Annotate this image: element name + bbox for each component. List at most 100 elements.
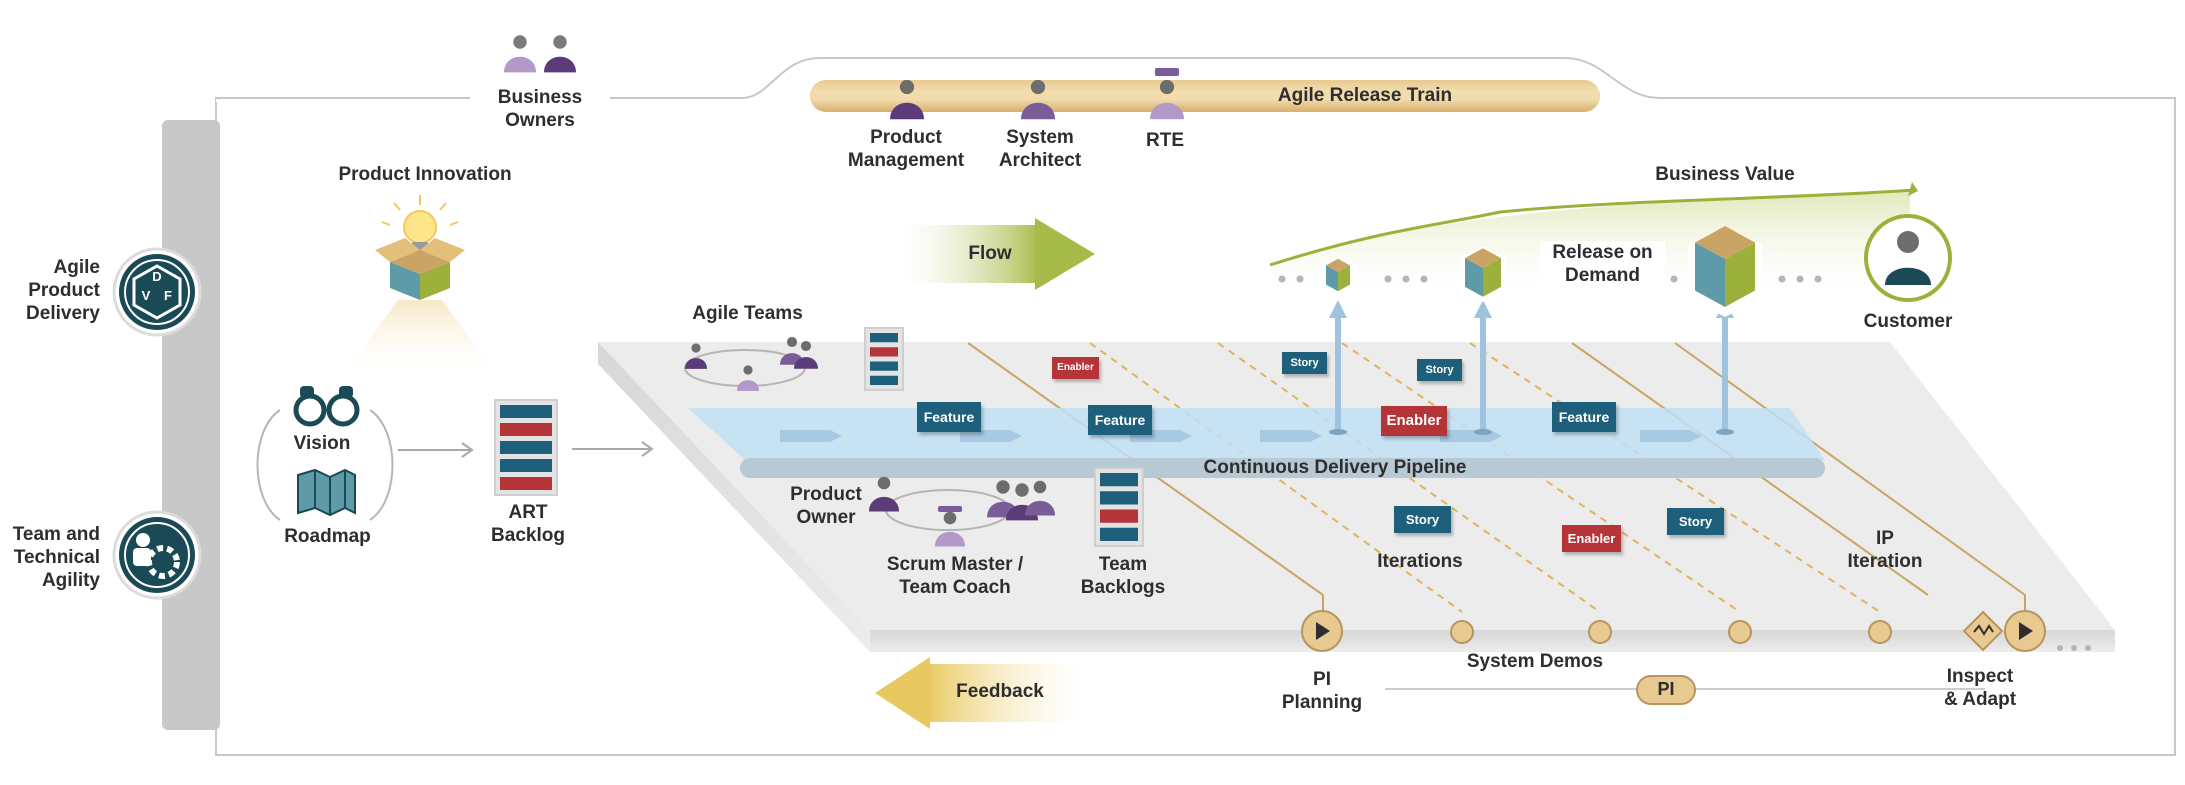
customer-label: Customer bbox=[1863, 311, 1953, 332]
backlog-item bbox=[870, 375, 898, 385]
person-head bbox=[943, 511, 957, 525]
release-arrow-head bbox=[1329, 300, 1347, 318]
enabler-tag: Enabler bbox=[1052, 357, 1099, 379]
person-body bbox=[737, 380, 759, 391]
roadmap-icon bbox=[297, 468, 356, 517]
person-body bbox=[794, 357, 818, 369]
backlog-item bbox=[1100, 509, 1138, 523]
iteration-dashed-line bbox=[1089, 342, 1463, 613]
release-arrow-base bbox=[1474, 429, 1492, 435]
story-tag: Story bbox=[1282, 352, 1327, 374]
person-head bbox=[1015, 483, 1029, 497]
pipeline-flow-arrow bbox=[1260, 430, 1322, 442]
pi-planning-icon bbox=[1301, 610, 1343, 652]
person-body bbox=[869, 496, 899, 512]
team-technical-agility-badge bbox=[112, 510, 202, 600]
person-head bbox=[996, 480, 1010, 494]
person-head bbox=[513, 35, 527, 49]
continuous-delivery-pipeline-label: Continuous Delivery Pipeline bbox=[1203, 457, 1467, 478]
cube-top bbox=[1326, 258, 1350, 272]
innovation-beam bbox=[340, 300, 500, 380]
person-head bbox=[800, 340, 812, 352]
system-demo-milestone bbox=[1868, 620, 1892, 644]
backlog-item bbox=[870, 347, 898, 357]
system-demo-milestone bbox=[1588, 620, 1612, 644]
person-head bbox=[743, 365, 753, 375]
feature-tag: Feature bbox=[917, 402, 981, 432]
story-tag: Story bbox=[1394, 506, 1451, 533]
team-plane-side bbox=[598, 342, 870, 652]
business-value-curve bbox=[1269, 188, 1916, 267]
roadmap-label: Roadmap bbox=[284, 526, 371, 547]
value-dot bbox=[1420, 275, 1428, 283]
backlog-item bbox=[500, 441, 552, 454]
inspect-adapt-play-icon bbox=[2004, 610, 2046, 652]
value-dot bbox=[1796, 275, 1804, 283]
feature-tag: Feature bbox=[1552, 402, 1616, 432]
value-dot bbox=[1384, 275, 1392, 283]
flow-label: Flow bbox=[968, 243, 1012, 264]
person-body bbox=[504, 56, 536, 73]
team-member-icon bbox=[685, 343, 707, 369]
outer-frame bbox=[215, 57, 2176, 756]
backlog-item bbox=[1100, 473, 1138, 487]
enabler-tag: Enabler bbox=[1381, 406, 1447, 436]
team-plane-front bbox=[870, 630, 2115, 652]
business-owner-icon bbox=[544, 35, 576, 73]
cube-right bbox=[1725, 242, 1755, 307]
rte-hat bbox=[1155, 68, 1179, 76]
release-arrow-base bbox=[1716, 429, 1734, 435]
pi-badge bbox=[1636, 675, 1696, 705]
enabler-tag: Enabler bbox=[1562, 525, 1621, 552]
pi-badge-label: PI bbox=[1657, 679, 1675, 699]
person-head bbox=[691, 343, 701, 353]
business-value-label: Business Value bbox=[1655, 164, 1795, 185]
backlog-item bbox=[1100, 527, 1138, 541]
agile-release-train-label: Agile Release Train bbox=[1277, 85, 1453, 106]
timeline-ellipsis bbox=[2057, 645, 2091, 651]
frame-label-gap bbox=[470, 90, 610, 106]
pipeline-flow-arrow bbox=[1640, 430, 1702, 442]
value-dot bbox=[1670, 275, 1678, 283]
person-head bbox=[786, 336, 798, 348]
person-body bbox=[544, 56, 576, 73]
vision-to-backlog-arrow bbox=[398, 442, 474, 458]
frame-gap bbox=[216, 98, 470, 102]
agile-product-delivery-badge bbox=[112, 247, 202, 337]
people bbox=[504, 35, 1184, 547]
person-head bbox=[1030, 79, 1046, 95]
system-demo-milestone bbox=[1728, 620, 1752, 644]
backlog-item bbox=[1100, 491, 1138, 505]
vision-ring-left bbox=[256, 409, 281, 521]
person-head bbox=[1033, 480, 1047, 494]
apd-badge-letter-f: F bbox=[164, 288, 172, 303]
value-dot bbox=[1814, 275, 1822, 283]
cube-right bbox=[1338, 265, 1350, 292]
customer-icon bbox=[1864, 214, 1952, 302]
binoculars-icon bbox=[293, 386, 360, 427]
person-body bbox=[1025, 500, 1055, 516]
person-head bbox=[877, 476, 891, 490]
backlog-item bbox=[870, 333, 898, 343]
competency-bar bbox=[162, 120, 220, 730]
value-dot bbox=[1778, 275, 1786, 283]
feedback-label: Feedback bbox=[956, 681, 1044, 702]
product-innovation-box-icon bbox=[375, 238, 465, 300]
release-cubes bbox=[1322, 226, 1762, 317]
feedback-arrow bbox=[875, 657, 1085, 729]
team-member-icon bbox=[1025, 480, 1055, 516]
pipeline-flow-arrow bbox=[960, 430, 1022, 442]
person-body bbox=[1150, 102, 1184, 120]
scrum-master-icon bbox=[935, 511, 965, 547]
backlog-item bbox=[500, 405, 552, 418]
person-body bbox=[685, 358, 707, 369]
cube-left bbox=[1695, 242, 1725, 307]
